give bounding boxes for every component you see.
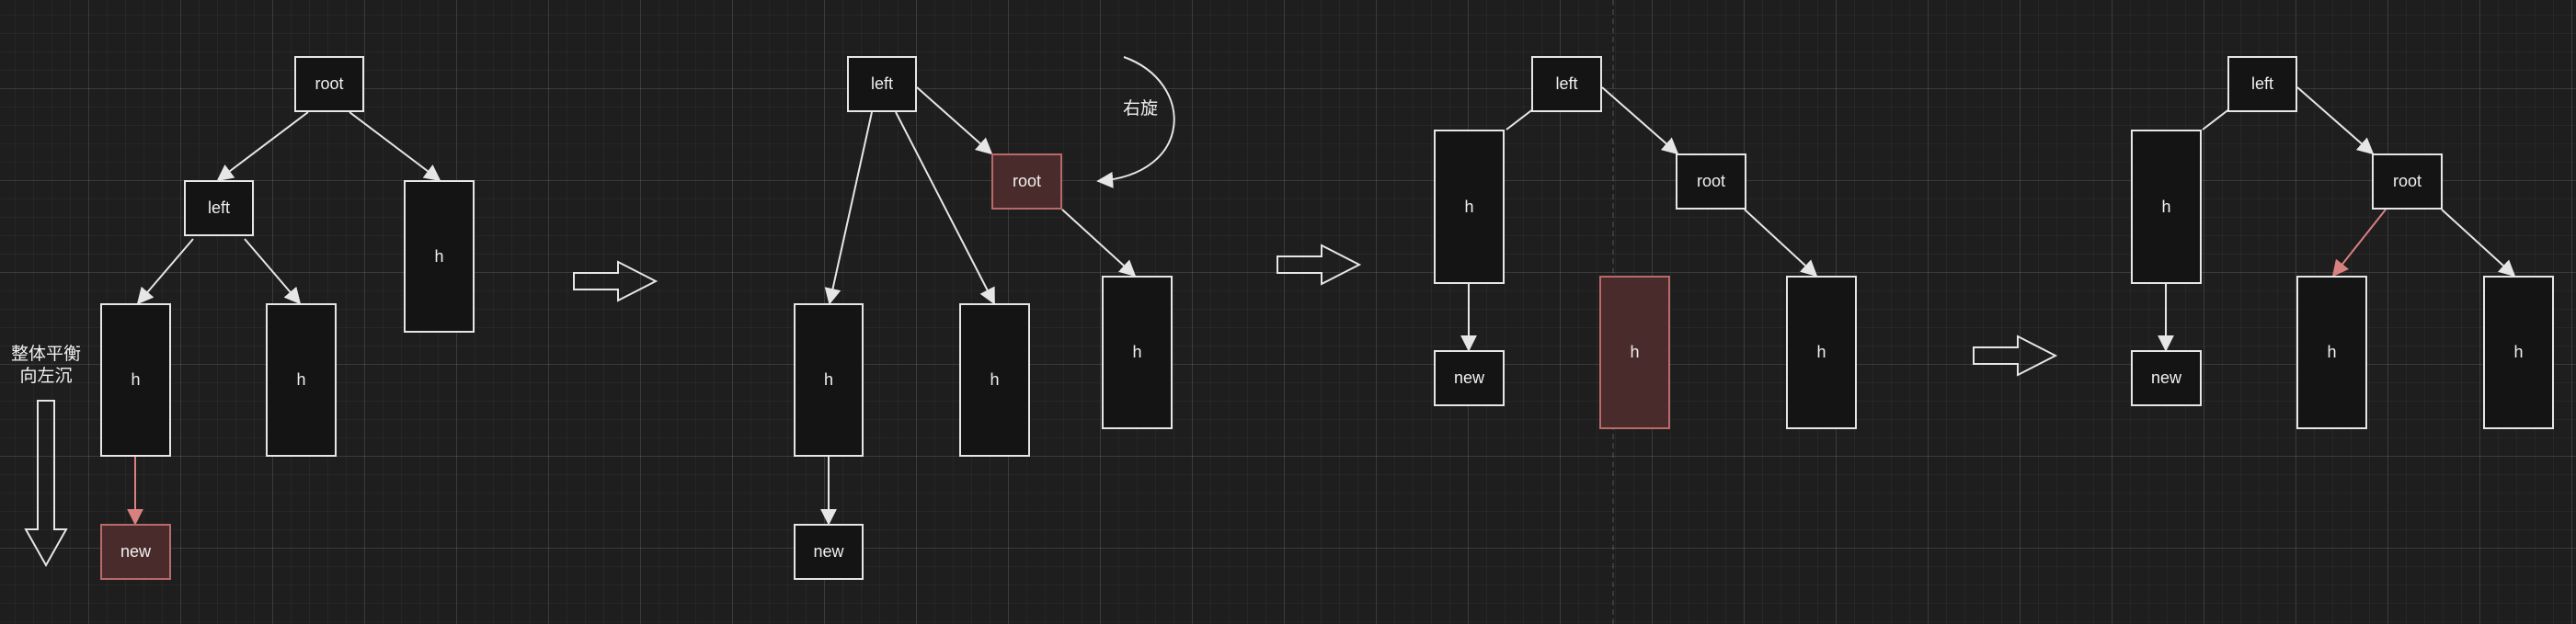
node-label: h bbox=[2161, 197, 2171, 216]
edge-root-h bbox=[349, 111, 441, 182]
right-arrow-1 bbox=[573, 260, 658, 302]
node-new: new bbox=[2131, 350, 2202, 406]
stage3-edges bbox=[1460, 86, 1818, 352]
node-label: h bbox=[434, 246, 444, 266]
edge-root-h3 bbox=[1061, 209, 1137, 278]
edge-root-h-left bbox=[2331, 209, 2387, 278]
node-root: root bbox=[1676, 153, 1746, 210]
node-label: left bbox=[1555, 74, 1578, 93]
edge-left-root bbox=[2296, 86, 2375, 155]
node-label: h bbox=[1630, 343, 1640, 361]
node-h: h bbox=[1102, 276, 1173, 429]
node-label: root bbox=[315, 74, 344, 93]
balance-line2: 向左沉 bbox=[19, 366, 73, 386]
node-label: h bbox=[823, 370, 833, 389]
node-label: left bbox=[2250, 74, 2273, 93]
node-root: root bbox=[294, 56, 364, 112]
node-label: new bbox=[813, 542, 844, 561]
node-label: h bbox=[1132, 343, 1142, 361]
node-h: h bbox=[1786, 276, 1857, 429]
node-label: left bbox=[207, 199, 230, 217]
node-label: new bbox=[120, 542, 152, 561]
node-label: h bbox=[1816, 343, 1826, 361]
node-root: root bbox=[2372, 153, 2443, 210]
down-arrow bbox=[24, 400, 68, 568]
node-new: new bbox=[794, 524, 864, 580]
node-h: h bbox=[2131, 130, 2202, 284]
node-h-highlight: h bbox=[1599, 276, 1670, 429]
stage1-edges bbox=[127, 111, 441, 526]
node-label: new bbox=[1453, 369, 1485, 387]
edge-left-h-left bbox=[136, 238, 194, 305]
node-label: h bbox=[2513, 343, 2524, 361]
rotate-label: 右旋 bbox=[1122, 98, 1158, 119]
node-label: new bbox=[2150, 369, 2182, 387]
edge-left-h-right bbox=[244, 238, 302, 305]
edge-left-h2 bbox=[895, 111, 995, 305]
node-label: h bbox=[990, 370, 1000, 389]
node-h: h bbox=[794, 303, 864, 457]
node-left: left bbox=[2227, 56, 2297, 112]
stage2-edges bbox=[820, 56, 1175, 526]
block-arrows bbox=[24, 244, 2058, 568]
edge-left-root bbox=[1601, 86, 1679, 155]
node-new: new bbox=[1434, 350, 1505, 406]
edge-root-h bbox=[1744, 209, 1818, 278]
balance-line1: 整体平衡 bbox=[10, 344, 81, 364]
node-label: root bbox=[1696, 172, 1726, 190]
edge-left-h bbox=[1506, 108, 1535, 130]
node-left: left bbox=[184, 180, 254, 236]
node-left: left bbox=[1531, 56, 1602, 112]
edge-left-root bbox=[916, 86, 993, 155]
edge-root-left bbox=[216, 111, 309, 182]
node-new-highlight: new bbox=[100, 524, 171, 580]
node-h: h bbox=[2296, 276, 2367, 429]
node-h: h bbox=[959, 303, 1030, 457]
node-h: h bbox=[2483, 276, 2554, 429]
edge-root-h-right bbox=[2441, 209, 2516, 278]
node-h: h bbox=[100, 303, 171, 457]
balance-note: 整体平衡 向左沉 bbox=[0, 343, 92, 387]
node-label: h bbox=[1464, 197, 1474, 216]
node-h: h bbox=[404, 180, 475, 333]
node-label: root bbox=[1012, 172, 1042, 190]
edge-left-h1 bbox=[824, 111, 873, 305]
rotate-curve bbox=[1096, 56, 1175, 188]
node-label: h bbox=[296, 370, 306, 389]
edge-left-h bbox=[2202, 108, 2231, 130]
stage4-edges bbox=[2158, 86, 2516, 352]
node-root-highlight: root bbox=[991, 153, 1062, 210]
node-h: h bbox=[266, 303, 337, 457]
node-label: left bbox=[870, 74, 893, 93]
node-label: h bbox=[131, 370, 141, 389]
node-label: root bbox=[2392, 172, 2422, 190]
right-arrow-2 bbox=[1277, 244, 1362, 286]
right-arrow-3 bbox=[1973, 335, 2058, 377]
node-h: h bbox=[1434, 130, 1505, 284]
node-left: left bbox=[847, 56, 917, 112]
node-label: h bbox=[2327, 343, 2337, 361]
